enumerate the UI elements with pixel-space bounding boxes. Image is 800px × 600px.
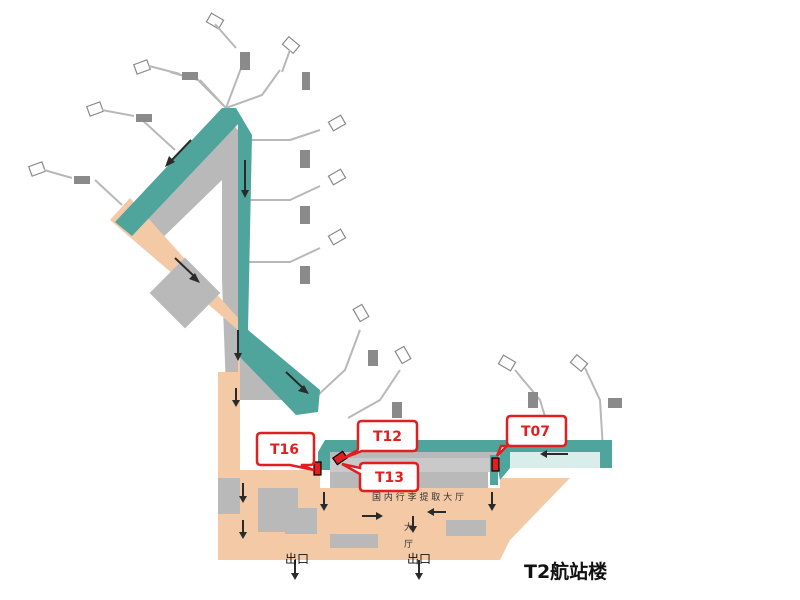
callout-t07[interactable]: T07	[495, 414, 568, 457]
down-arrow	[488, 492, 496, 511]
jet-bridge	[569, 353, 622, 451]
location-marker-t16[interactable]	[313, 461, 322, 476]
hall-block	[218, 478, 240, 514]
hall-block	[285, 508, 317, 534]
callout-label: T07	[521, 424, 550, 440]
exit-label: 出口	[407, 552, 431, 566]
jet-bridge	[248, 228, 347, 284]
left-arrow	[540, 450, 568, 458]
hall-block	[446, 520, 486, 536]
location-marker-t12[interactable]	[331, 450, 349, 466]
corridor-exit-right	[510, 452, 600, 468]
right-arrow	[362, 512, 383, 520]
down-arrow	[241, 160, 249, 198]
jet-bridge	[248, 114, 347, 168]
jet-bridge	[248, 168, 347, 224]
hall-char: 厅	[404, 539, 413, 550]
callout-label: T12	[373, 429, 402, 445]
down-arrow	[234, 330, 242, 361]
down-arrow	[174, 257, 200, 283]
jet-bridge	[225, 35, 310, 109]
corridor-upper-left	[115, 108, 240, 236]
down-arrow	[232, 388, 240, 407]
jet-bridge	[27, 161, 123, 206]
down-arrow	[285, 371, 309, 394]
callout-t16[interactable]: T16	[255, 431, 316, 472]
hall-block	[330, 534, 378, 548]
down-arrow	[165, 139, 192, 167]
exit-arrow	[415, 560, 423, 580]
hall-char: 大	[404, 521, 413, 533]
callout-t13[interactable]: T13	[341, 461, 420, 493]
down-arrow	[320, 492, 328, 511]
jet-bridges	[27, 12, 622, 451]
callout-t12[interactable]: T12	[343, 419, 419, 460]
callout-label: T16	[270, 442, 299, 458]
down-arrow	[239, 520, 247, 539]
down-arrow	[239, 483, 247, 503]
hall-block	[149, 257, 221, 329]
landside-hall	[110, 198, 570, 560]
jet-bridge	[169, 12, 250, 109]
exit-arrow	[291, 560, 299, 580]
callout-label: T13	[375, 470, 404, 486]
jet-bridge	[85, 101, 176, 151]
jet-bridge	[347, 345, 412, 419]
jet-bridge	[317, 303, 378, 396]
down-arrow	[409, 516, 417, 533]
exit-label: 出口	[285, 552, 309, 566]
baggage-hall-label: 国 内 行 李 提 取 大 厅	[372, 491, 464, 503]
terminal-building	[110, 108, 612, 560]
location-marker-t07[interactable]	[491, 457, 500, 472]
flow-arrows	[165, 139, 568, 580]
left-arrow	[427, 508, 446, 516]
terminal-title: T2航站楼	[524, 560, 607, 583]
corridor-spine	[236, 108, 320, 415]
jet-bridge	[132, 59, 227, 109]
